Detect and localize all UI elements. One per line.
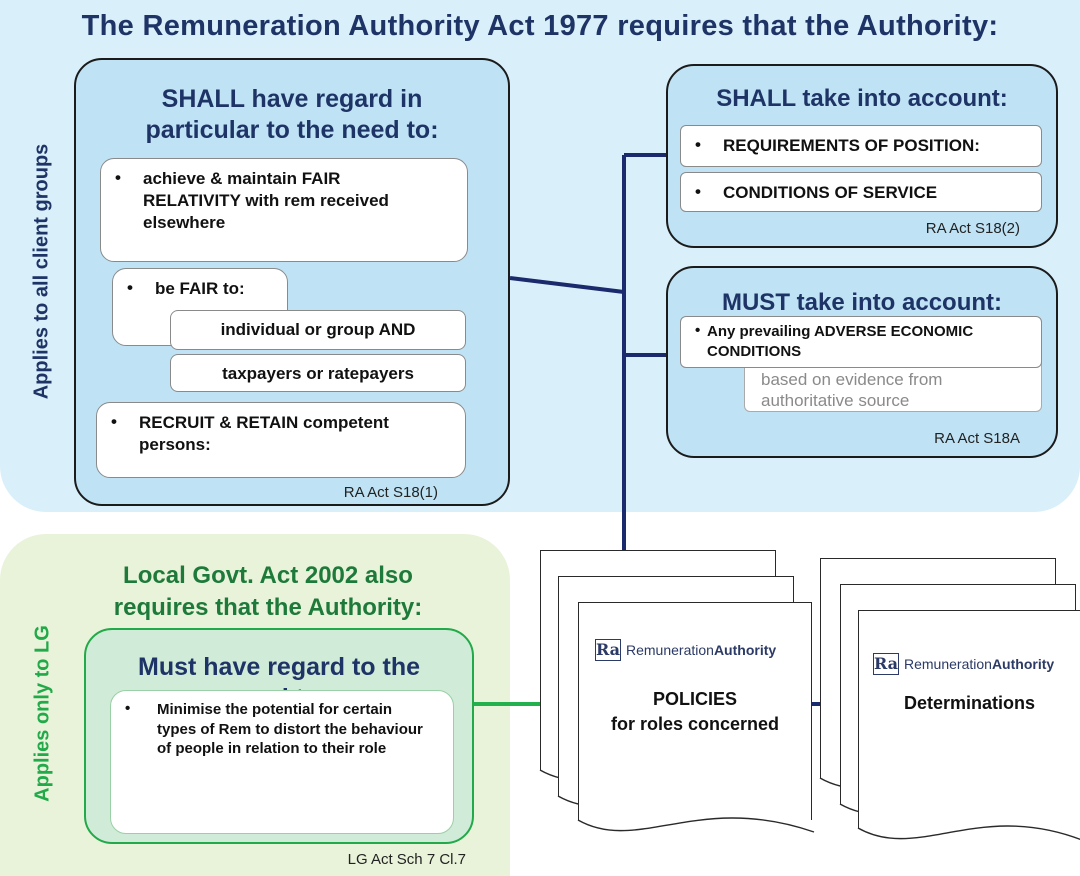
brand-bold: Authority xyxy=(991,656,1055,672)
taxpayers-text: taxpayers or ratepayers xyxy=(222,364,414,383)
must-take-heading: MUST take into account: xyxy=(721,289,1003,316)
individual-group-text: individual or group AND xyxy=(220,320,416,339)
taxpayers-box: taxpayers or ratepayers xyxy=(170,354,466,392)
ref-s18a: RA Act S18A xyxy=(934,430,1020,447)
bullet: • xyxy=(695,322,701,339)
ra-logo-policies: Ra RemunerationAuthority xyxy=(595,639,776,661)
brand-regular: Remuneration xyxy=(904,656,992,672)
fair-relativity-box: • achieve & maintain FAIR RELATIVITY wit… xyxy=(100,158,468,262)
policies-title: POLICIES xyxy=(652,689,737,709)
minimise-potential-text: Minimise the potential for certain types… xyxy=(157,701,423,757)
page-title: The Remuneration Authority Act 1977 requ… xyxy=(81,10,999,42)
lg-panel-heading-line1: Must have regard to the xyxy=(138,653,420,681)
adverse-conditions-text: Any prevailing ADVERSE ECONOMIC CONDITIO… xyxy=(707,323,974,360)
bullet: • xyxy=(127,278,133,297)
bullet: • xyxy=(115,168,121,187)
evidence-note-text: based on evidence from authoritative sou… xyxy=(761,370,943,411)
determinations-title: Determinations xyxy=(903,693,1036,713)
conditions-of-service-text: CONDITIONS OF SERVICE xyxy=(723,183,938,202)
ref-s18-1: RA Act S18(1) xyxy=(343,484,438,501)
requirements-of-position-text: REQUIREMENTS OF POSITION: xyxy=(723,136,980,155)
must-take-into-account-panel: MUST take into account: xyxy=(666,266,1058,458)
recruit-retain-text: RECRUIT & RETAIN competent persons: xyxy=(139,413,389,455)
shall-take-heading: SHALL take into account: xyxy=(716,85,1008,112)
conditions-of-service-box: • CONDITIONS OF SERVICE xyxy=(680,172,1042,212)
shall-regard-heading-line2: particular to the need to: xyxy=(145,116,439,145)
ra-logo-mark: Ra xyxy=(873,653,899,675)
brand-bold: Authority xyxy=(713,642,777,658)
requirements-of-position-box: • REQUIREMENTS OF POSITION: xyxy=(680,125,1042,167)
ref-lg-sch7: LG Act Sch 7 Cl.7 xyxy=(347,851,466,868)
shall-regard-heading-line1: SHALL have regard in xyxy=(161,85,423,113)
ra-logo-determinations: Ra RemunerationAuthority xyxy=(873,653,1054,675)
lg-heading-line2: requires that the Authority: xyxy=(113,593,423,621)
policies-doc-front: Ra RemunerationAuthority POLICIES for rol… xyxy=(577,602,814,833)
fair-relativity-text: achieve & maintain FAIR RELATIVITY with … xyxy=(143,169,389,233)
adverse-conditions-box: • Any prevailing ADVERSE ECONOMIC CONDIT… xyxy=(680,316,1042,368)
brand-regular: Remuneration xyxy=(626,642,714,658)
recruit-retain-box: • RECRUIT & RETAIN competent persons: xyxy=(96,402,466,478)
ra-logo-mark: Ra xyxy=(595,639,621,661)
be-fair-text: be FAIR to: xyxy=(155,279,245,298)
bullet: • xyxy=(125,700,131,717)
determinations-doc-front: Ra RemunerationAuthority Determinations xyxy=(857,610,1080,841)
individual-group-box: individual or group AND xyxy=(170,310,466,350)
bullet: • xyxy=(695,182,701,201)
policies-subtitle: for roles concerned xyxy=(610,714,780,735)
lg-heading-line1: Local Govt. Act 2002 also xyxy=(123,562,413,589)
bullet: • xyxy=(695,135,701,154)
bullet: • xyxy=(111,412,117,431)
ref-s18-2: RA Act S18(2) xyxy=(925,220,1020,237)
minimise-potential-box: • Minimise the potential for certain typ… xyxy=(110,690,454,834)
